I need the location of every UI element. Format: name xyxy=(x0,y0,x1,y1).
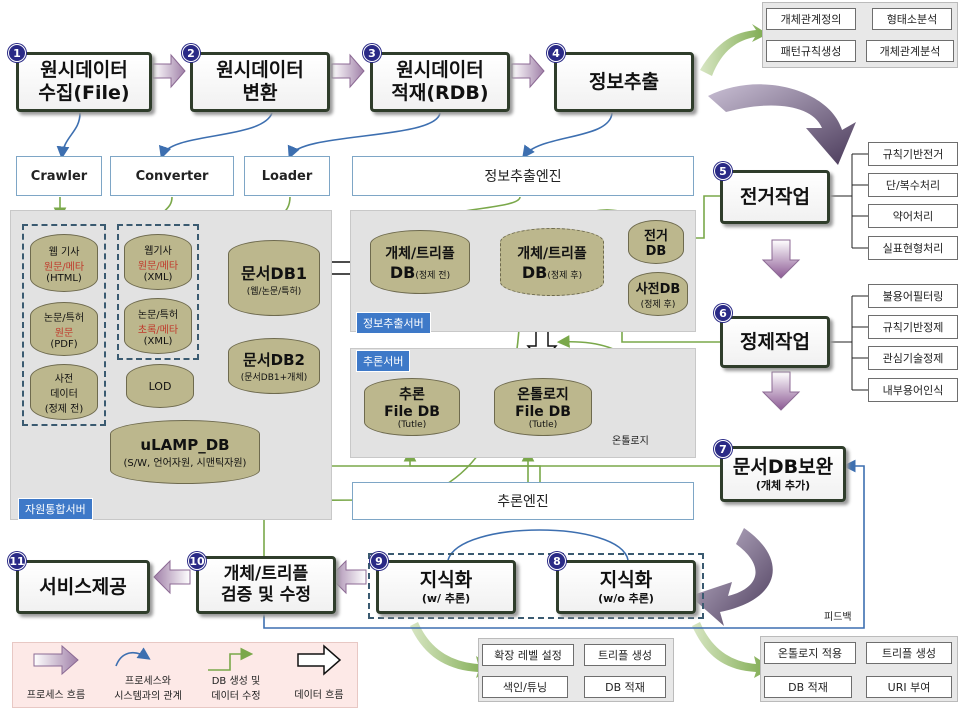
legend-data-flow-icon xyxy=(297,644,342,676)
ontology-caption: 온톨로지 xyxy=(612,436,649,447)
lod-db: LOD xyxy=(126,364,194,408)
step-4-extract[interactable]: 정보추출 xyxy=(554,52,694,112)
pattern-rule-generate: 패턴규칙생성 xyxy=(766,40,856,62)
index-tuning: 색인/튜닝 xyxy=(482,676,568,698)
triple-generate-2: 트리플 생성 xyxy=(866,642,952,664)
step-11-service[interactable]: 서비스제공 xyxy=(16,560,150,614)
step-number-11: 11 xyxy=(8,552,26,570)
legend-db-line-icon xyxy=(208,647,254,671)
ulamp-db: uLAMP_DB(S/W, 언어자원, 시맨틱자원) xyxy=(110,420,260,484)
step-number-5: 5 xyxy=(714,162,732,180)
step-number-8: 8 xyxy=(548,552,566,570)
step-8-knowledge-wo[interactable]: 지식화(w/o 추론) xyxy=(556,560,696,614)
step-number-3: 3 xyxy=(363,44,381,62)
doc-db2: 문서DB2(문서DB1+개체) xyxy=(228,338,320,394)
ontology-apply: 온톨로지 적용 xyxy=(764,642,856,664)
step-number-10: 10 xyxy=(188,552,206,570)
reasoning-server-label: 추론서버 xyxy=(356,350,411,372)
step-number-6: 6 xyxy=(714,304,732,322)
step-7-docdb-supplement[interactable]: 문서DB보완(개체 추가) xyxy=(720,446,846,502)
green-arrow-know2 xyxy=(692,622,772,678)
authority-item-4: 실표현형처리 xyxy=(868,236,958,260)
process-arrow-9-10 xyxy=(329,559,367,595)
refine-item-1: 불용어필터링 xyxy=(868,284,958,308)
curved-arrow-7-8 xyxy=(690,528,773,626)
legend-process-arrow-icon xyxy=(33,644,79,676)
curved-arrow-4-5 xyxy=(708,84,856,165)
refine-item-3: 관심기술정제 xyxy=(868,346,958,370)
crawler-box: Crawler xyxy=(16,156,102,196)
step-number-1: 1 xyxy=(8,44,26,62)
process-arrow-1-2 xyxy=(152,53,186,89)
green-arrow-extract xyxy=(700,24,768,76)
step-number-9: 9 xyxy=(370,552,388,570)
doc-db1: 문서DB1(웹/논문/특허) xyxy=(228,240,320,316)
green-arrow-know1 xyxy=(410,622,494,678)
reasoning-engine-box: 추론엔진 xyxy=(352,482,694,520)
raw-group-1 xyxy=(22,224,106,426)
legend-data-flow: 데이터 흐름 xyxy=(294,690,344,701)
process-arrow-3-4 xyxy=(511,53,545,89)
step-number-4: 4 xyxy=(547,44,565,62)
authority-item-3: 약어처리 xyxy=(868,204,958,228)
process-arrow-5-6 xyxy=(761,239,801,279)
raw-group-2 xyxy=(117,224,199,360)
db-load-2: DB 적재 xyxy=(764,676,852,698)
refine-item-4: 내부용어인식 xyxy=(868,378,958,402)
morph-analysis: 형태소분석 xyxy=(872,8,952,30)
legend-process-flow: 프로세스 흐름 xyxy=(26,690,86,701)
dictionary-db: 사전DB(정제 후) xyxy=(628,272,688,316)
triple-generate-1: 트리플 생성 xyxy=(584,644,666,666)
process-arrow-10-11 xyxy=(153,559,191,595)
legend-relation-line-icon xyxy=(115,647,151,667)
step-6-refine[interactable]: 정제작업 xyxy=(720,316,830,368)
refine-item-2: 규칙기반정제 xyxy=(868,315,958,339)
uri-assign: URI 부여 xyxy=(866,676,952,698)
authority-item-2: 단/복수처리 xyxy=(868,173,958,197)
entity-relation-analysis: 개체관계분석 xyxy=(866,40,954,62)
extraction-server-label: 정보추출서버 xyxy=(356,312,431,334)
step-5-authority[interactable]: 전거작업 xyxy=(720,170,830,224)
resource-server-label: 자원통합서버 xyxy=(18,498,93,520)
expand-level-setting: 확장 레벨 설정 xyxy=(482,644,574,666)
step-9-knowledge-w[interactable]: 지식화(w/ 추론) xyxy=(376,560,516,614)
step-number-7: 7 xyxy=(714,440,732,458)
entity-relation-define: 개체관계정의 xyxy=(766,8,856,30)
process-arrow-6-7 xyxy=(761,371,801,411)
loader-box: Loader xyxy=(244,156,330,196)
feedback-label: 피드백 xyxy=(824,612,852,623)
step-number-2: 2 xyxy=(182,44,200,62)
db-load-1: DB 적재 xyxy=(584,676,666,698)
knowledge-group xyxy=(368,553,704,619)
extraction-engine-box: 정보추출엔진 xyxy=(352,156,694,196)
legend-icons xyxy=(33,644,342,676)
converter-box: Converter xyxy=(110,156,234,196)
authority-item-1: 규칙기반전거 xyxy=(868,142,958,166)
process-arrow-2-3 xyxy=(331,53,365,89)
